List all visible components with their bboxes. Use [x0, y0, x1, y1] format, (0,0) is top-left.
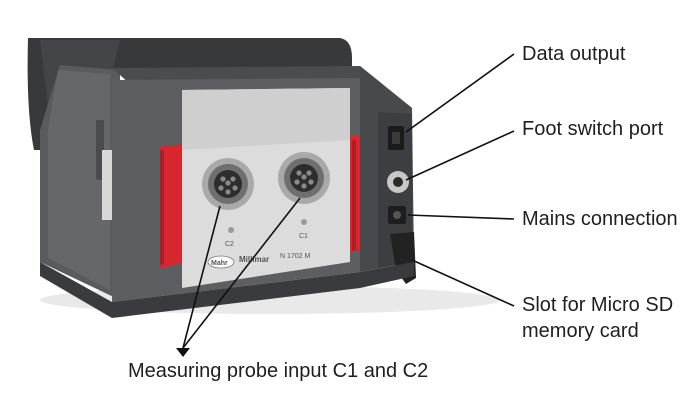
- leader-data-output: [405, 53, 515, 133]
- model-name: Millimar: [239, 255, 269, 264]
- port-label-c1: C1: [299, 233, 308, 240]
- label-sd-slot: Slot for Micro SD memory card: [522, 292, 673, 344]
- left-grip-ribs: [160, 150, 164, 265]
- leader-sd-slot: [411, 259, 515, 307]
- right-grip-ribs: [352, 140, 356, 251]
- foot-switch-port-hole: [393, 177, 403, 187]
- leader-foot-switch: [405, 130, 515, 181]
- model-number: N 1702 M: [280, 253, 311, 260]
- leader-mains: [407, 214, 515, 220]
- panel-top-band: [182, 88, 350, 150]
- label-mains-connection: Mains connection: [522, 208, 678, 230]
- probe-port-c2: [202, 158, 254, 210]
- device-left-panel: [48, 70, 110, 290]
- label-foot-switch-port: Foot switch port: [522, 118, 664, 140]
- left-red-grip: [160, 144, 184, 268]
- label-sd-slot-line2: memory card: [522, 320, 639, 342]
- port-label-c2: C2: [225, 241, 234, 248]
- led-c2: [228, 227, 234, 233]
- label-sd-slot-line1: Slot for Micro SD: [522, 294, 674, 316]
- mahr-logo-oval: [207, 255, 235, 269]
- leader-probe-c2: [182, 205, 221, 349]
- data-output-port-inner: [392, 132, 400, 144]
- leader-probe-arrow: [176, 348, 190, 357]
- leader-probe-c1: [182, 197, 301, 349]
- brand-logo: Mahr: [211, 260, 228, 267]
- probe-port-c1: [278, 152, 330, 204]
- mains-port-pin: [393, 211, 401, 219]
- led-c1: [301, 219, 307, 225]
- device-base: [40, 262, 414, 318]
- label-data-output: Data output: [522, 43, 626, 65]
- label-probe-input: Measuring probe input C1 and C2: [128, 360, 429, 382]
